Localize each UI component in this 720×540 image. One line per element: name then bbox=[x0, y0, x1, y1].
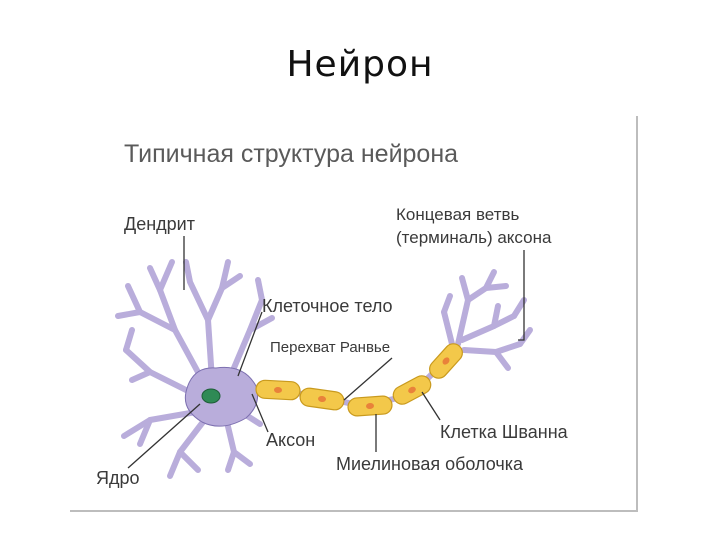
terminal-branch bbox=[491, 303, 501, 329]
myelin-segment bbox=[299, 387, 345, 411]
dendrite-branch bbox=[247, 315, 275, 333]
leader-axon-terminal bbox=[518, 250, 525, 341]
terminal-branch bbox=[455, 275, 471, 347]
myelin-segment bbox=[347, 395, 393, 417]
terminal-branch bbox=[511, 297, 527, 319]
label-node-of-ranvier: Перехват Ранвье bbox=[270, 339, 390, 356]
slide-title: Нейрон bbox=[286, 44, 434, 85]
label-nucleus: Ядро bbox=[96, 468, 140, 488]
terminal-branch bbox=[441, 293, 453, 315]
leader-lines bbox=[127, 236, 525, 469]
label-myelin-sheath: Миелиновая оболочка bbox=[336, 454, 524, 474]
label-axon: Аксон bbox=[266, 430, 315, 450]
terminal-branch bbox=[441, 309, 455, 347]
leader-nucleus bbox=[127, 403, 201, 469]
dendrite-branch bbox=[225, 449, 237, 473]
dendrite-branch bbox=[137, 417, 153, 447]
dendrite-branch bbox=[115, 309, 143, 319]
dendrite-branch bbox=[123, 347, 199, 398]
dendrite-branch bbox=[129, 369, 153, 383]
label-axon-terminal-line1: Концевая ветвь bbox=[396, 205, 520, 224]
leader-axon bbox=[251, 393, 269, 433]
dendrite-branch bbox=[123, 327, 135, 353]
dendrite-branch bbox=[147, 265, 208, 388]
terminal-branch bbox=[459, 313, 517, 343]
dendrite-branch bbox=[219, 273, 243, 291]
dendrite-branch bbox=[205, 259, 231, 323]
label-dendrite: Дендрит bbox=[124, 214, 195, 234]
axon-terminal-branches bbox=[441, 269, 533, 371]
terminal-branch bbox=[483, 283, 509, 291]
figure-frame bbox=[70, 116, 638, 512]
myelin-sheath-segments bbox=[255, 343, 463, 417]
diagram-heading: Типичная структура нейрона bbox=[124, 140, 458, 168]
dendrite-branch bbox=[255, 277, 265, 303]
dendrite-branch bbox=[121, 409, 199, 439]
nucleus bbox=[201, 388, 221, 404]
leader-schwann-cell bbox=[421, 391, 441, 421]
dendrite-branch bbox=[183, 259, 215, 383]
dendrite-branch bbox=[157, 259, 175, 293]
terminal-branch bbox=[517, 327, 533, 347]
myelin-segment bbox=[429, 343, 463, 379]
leader-node-of-ranvier bbox=[343, 357, 393, 401]
label-cell-body: Клеточное тело bbox=[262, 296, 393, 316]
dendrite-branch bbox=[177, 449, 201, 473]
leader-cell-body bbox=[237, 311, 263, 377]
label-axon-terminal-line2: (терминаль) аксона bbox=[396, 228, 552, 247]
terminal-branch bbox=[461, 341, 523, 355]
dendrites bbox=[115, 259, 275, 479]
terminal-branch bbox=[493, 349, 511, 371]
myelin-segment bbox=[255, 379, 301, 401]
myelin-segment bbox=[392, 375, 432, 405]
cell-body bbox=[184, 366, 259, 427]
label-schwann-cell: Клетка Шванна bbox=[440, 422, 569, 442]
